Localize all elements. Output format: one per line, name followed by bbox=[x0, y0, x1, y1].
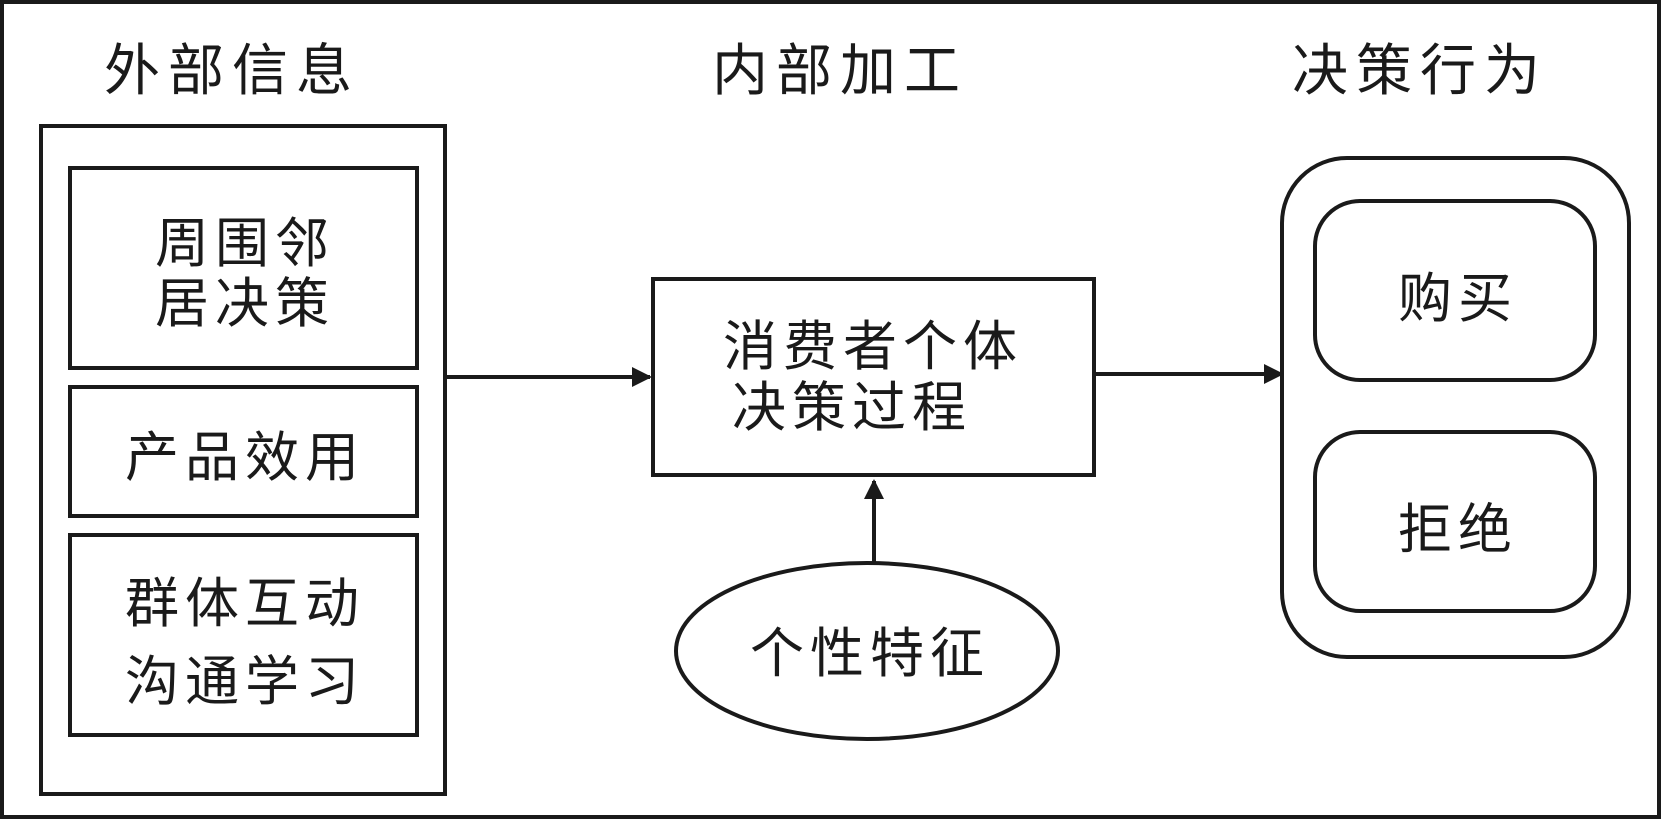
reject-box bbox=[1313, 430, 1597, 613]
heading-decision-behavior: 决策行为 bbox=[1292, 39, 1548, 104]
group-interaction-line1: 群体互动 bbox=[125, 572, 365, 635]
reject-label: 拒绝 bbox=[1398, 498, 1518, 561]
consumer-decision-process-box bbox=[651, 277, 1096, 477]
neighbors-decision-box bbox=[68, 166, 419, 370]
buy-box bbox=[1313, 199, 1597, 382]
buy-label: 购买 bbox=[1398, 267, 1518, 330]
neighbors-decision-line1: 周围邻 bbox=[155, 212, 335, 275]
process-line2: 决策过程 bbox=[732, 376, 972, 439]
personality-traits-ellipse bbox=[674, 561, 1060, 741]
external-info-container bbox=[39, 124, 447, 796]
product-utility-label: 产品效用 bbox=[125, 426, 365, 489]
neighbors-decision-line2: 居决策 bbox=[155, 272, 335, 335]
heading-external-info: 外部信息 bbox=[104, 39, 360, 104]
heading-internal-processing: 内部加工 bbox=[712, 39, 968, 104]
decision-behavior-container bbox=[1280, 156, 1631, 659]
group-interaction-box bbox=[68, 533, 419, 737]
group-interaction-line2: 沟通学习 bbox=[125, 650, 365, 713]
personality-traits-label: 个性特征 bbox=[750, 622, 990, 685]
process-line1: 消费者个体 bbox=[723, 315, 1023, 378]
product-utility-box bbox=[68, 385, 419, 518]
